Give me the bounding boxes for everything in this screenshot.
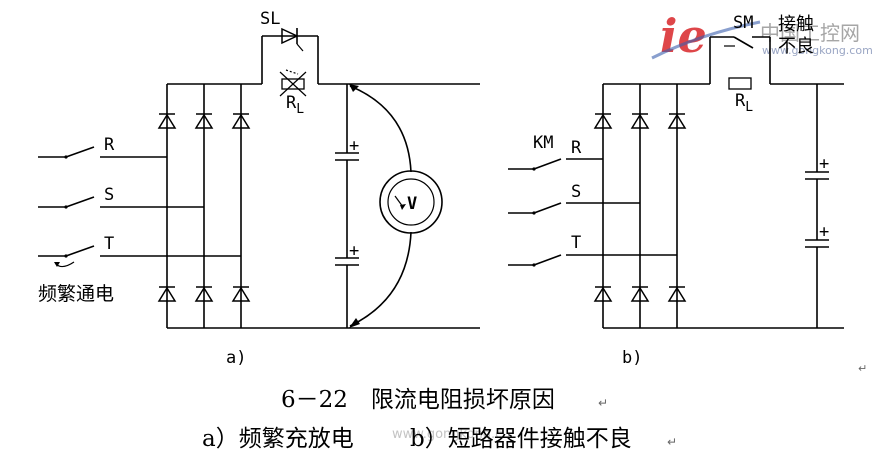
a-meter-label: V	[407, 194, 417, 214]
b-phase-s	[508, 202, 640, 215]
a-phase-t	[38, 245, 241, 258]
watermark-site-name: 中国工控网	[760, 21, 860, 45]
figure-caption-overlay-watermark: www.gongkong.c	[392, 427, 502, 442]
figure-caption: 6－22 限流电阻损坏原因 ↵ a）频繁充放电 www.gongkong.c b…	[202, 362, 867, 452]
a-probe-arrow-bottom	[349, 318, 360, 328]
b-label-sm: SM	[733, 13, 753, 33]
b-label-km: KM	[533, 133, 553, 153]
a-label-r: R	[104, 135, 115, 155]
b-label-r: R	[571, 138, 582, 158]
b-cap2-plus: +	[819, 222, 829, 242]
a-voltmeter-lead-bottom	[349, 231, 412, 327]
watermark-logo: ie 中国工控网 www.gongkong.com	[651, 9, 873, 63]
figure-side-mark: ↵	[858, 362, 867, 375]
watermark-logo-letters: ie	[660, 9, 707, 63]
a-resistor-rl	[279, 69, 307, 97]
b-label-contact-line1: 接触	[778, 14, 814, 35]
a-phase-s	[38, 196, 204, 209]
b-label-t: T	[571, 233, 581, 253]
b-label-rl: RL	[735, 91, 753, 115]
a-probe-arrow-top	[349, 84, 359, 92]
b-label-s: S	[571, 182, 581, 202]
a-label-sl: SL	[260, 9, 280, 29]
a-voltmeter-lead-top	[349, 85, 412, 173]
a-thyristor-sl	[281, 27, 304, 52]
a-cap1-plus: +	[349, 136, 359, 156]
a-label-s: S	[104, 185, 114, 205]
b-phase-r	[508, 158, 603, 171]
a-label-switch-note: 频繁通电	[38, 283, 114, 305]
a-label-rl: RL	[286, 93, 304, 117]
figure-caption-mark2: ↵	[667, 435, 677, 449]
b-label-contact-line2: 不良	[778, 36, 814, 57]
diagram-b: SM 接触 不良 RL KM R S	[508, 13, 844, 368]
a-phase-r	[38, 146, 167, 159]
a-cap2-plus: +	[349, 241, 359, 261]
b-caption: b)	[622, 348, 642, 368]
b-phase-t	[508, 254, 677, 267]
a-label-t: T	[104, 234, 114, 254]
figure-caption-line2-b: b）短路器件接触不良	[410, 426, 632, 452]
watermark-swoosh	[651, 20, 761, 60]
b-resistor-rl	[728, 77, 752, 90]
b-cap1-plus: +	[819, 154, 829, 174]
figure-caption-mark1: ↵	[598, 396, 608, 410]
a-voltmeter	[379, 170, 443, 234]
diagram-a: SL RL R S	[38, 9, 480, 368]
watermark-url: www.gongkong.com	[762, 44, 873, 57]
a-caption: a)	[226, 348, 246, 368]
figure-caption-line2-a: a）频繁充放电	[202, 426, 354, 452]
figure-caption-line1: 6－22 限流电阻损坏原因	[281, 387, 555, 413]
b-contact-sm	[710, 36, 770, 49]
